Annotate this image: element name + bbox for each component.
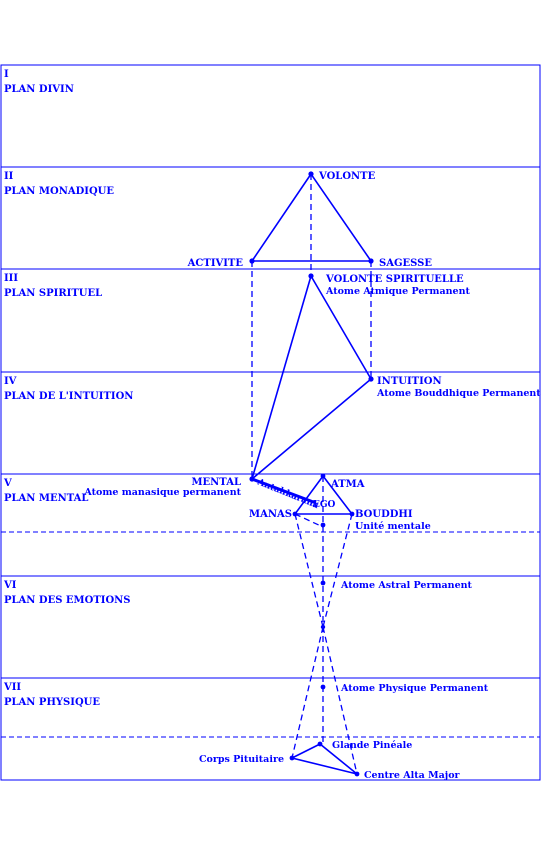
line-intuition-to-mental [251, 378, 372, 480]
plane-1-name: PLAN DIVIN [4, 84, 74, 95]
ego-triangle [293, 474, 354, 515]
plane-3-number: III [4, 273, 18, 284]
label-intuition: INTUITION [377, 376, 442, 387]
dashed-bouddhi-to-astral-cross [322, 513, 353, 628]
label-bouddhi: BOUDDHI [355, 509, 413, 520]
dot-mental [249, 476, 255, 482]
line-volonte-spirituelle-to-intuition [310, 275, 372, 380]
plane-6-name: PLAN DES EMOTIONS [4, 595, 131, 606]
solid-lines [250, 172, 373, 775]
physical-centres-triangle [289, 743, 358, 775]
planes-outer-border [0, 64, 541, 781]
plane-2-name: PLAN MONADIQUE [4, 186, 114, 197]
dot-astral-crossing [320, 624, 326, 630]
dashed-cross-to-pituitary [291, 626, 324, 759]
label-atome-atmique: Atome Atmique Permanent [325, 286, 470, 297]
dashed-manas-to-unit [294, 513, 324, 528]
plane-7-name: PLAN PHYSIQUE [4, 697, 100, 708]
plane-6-number: VI [3, 580, 17, 591]
label-atma: ATMA [330, 479, 365, 490]
label-atome-manasique: Atome manasique permanent [83, 487, 241, 498]
dashed-cross-to-alta-major [322, 626, 358, 775]
dot-centre-alta-major [354, 771, 360, 777]
label-atome-bouddhique: Atome Bouddhique Permanent [376, 388, 541, 399]
label-sagesse: SAGESSE [379, 258, 432, 269]
plane-5-number: V [3, 478, 12, 489]
dot-unite-mentale [320, 522, 326, 528]
dot-activite [249, 258, 255, 264]
label-centre-alta-major: Centre Alta Major [364, 770, 461, 781]
label-ego: EGO [313, 500, 336, 510]
dot-atome-physique [320, 684, 326, 690]
plane-2-number: II [4, 171, 14, 182]
plane-4-number: IV [4, 376, 17, 387]
dot-sagesse [368, 258, 374, 264]
dot-volonte [308, 171, 314, 177]
label-glande-pineale: Glande Pinéale [332, 740, 412, 751]
dot-glande-pineale [317, 741, 323, 747]
dot-corps-pituitaire [289, 755, 295, 761]
plane-5-name: PLAN MENTAL [4, 493, 88, 504]
node-labels: VOLONTE ACTIVITE SAGESSE VOLONTE SPIRITU… [83, 171, 541, 781]
label-manas: MANAS [249, 509, 292, 520]
dashed-manas-to-astral-cross [294, 513, 324, 628]
plane-3-name: PLAN SPIRITUEL [4, 288, 102, 299]
dot-atome-astral [320, 580, 326, 586]
plane-1-number: I [4, 69, 9, 80]
label-mental: MENTAL [191, 477, 241, 488]
label-atome-physique: Atome Physique Permanent [340, 683, 489, 694]
dot-atma [320, 473, 326, 479]
dot-bouddhi [349, 511, 355, 517]
point-markers [249, 171, 374, 777]
label-unite-mentale: Unité mentale [355, 521, 431, 532]
label-activite: ACTIVITE [187, 258, 244, 269]
dashed-lines [251, 174, 372, 775]
label-volonte: VOLONTE [318, 171, 376, 182]
plane-7-number: VII [3, 682, 21, 693]
monad-triangle [250, 172, 373, 262]
label-corps-pituitaire: Corps Pituitaire [199, 754, 284, 765]
label-atome-astral: Atome Astral Permanent [340, 580, 473, 591]
plane-4-name: PLAN DE L'INTUITION [4, 391, 133, 402]
plane-labels: I PLAN DIVIN II PLAN MONADIQUE III PLAN … [3, 69, 133, 708]
line-volonte-spirituelle-to-mental [251, 275, 312, 480]
label-volonte-spirituelle: VOLONTE SPIRITUELLE [325, 274, 464, 285]
dot-volonte-spirituelle [308, 273, 314, 279]
planes-frame [0, 64, 541, 781]
dot-intuition [368, 376, 374, 382]
dot-manas [292, 511, 298, 517]
